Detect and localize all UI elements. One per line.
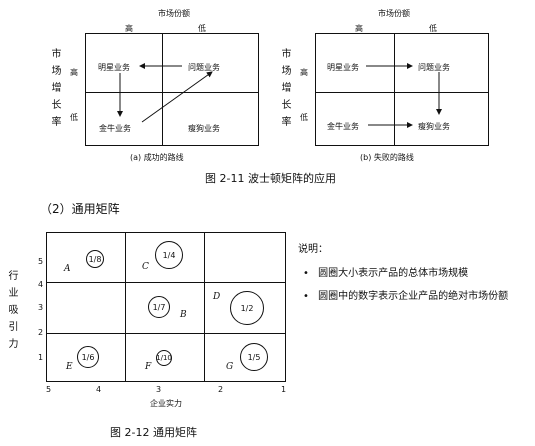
matrix-frame	[315, 33, 489, 146]
business-label-c: C	[142, 262, 149, 272]
market-circle-d: 1/2	[230, 291, 264, 325]
cell-dog: 瘦狗业务	[188, 124, 220, 133]
y-axis-label: 行业吸引力	[8, 271, 19, 350]
market-circle-c: 1/4	[155, 241, 183, 269]
y-tick: 1	[38, 353, 44, 362]
cell-question: 问题业务	[418, 63, 450, 72]
market-circle-b: 1/7	[148, 296, 170, 318]
x-axis-label: 企业实力	[150, 399, 182, 408]
cell-cashcow: 金牛业务	[99, 124, 131, 133]
note-item: • 圆圈中的数字表示企业产品的绝对市场份额	[303, 287, 508, 302]
y-tick: 4	[38, 280, 44, 289]
x-tick: 4	[96, 385, 102, 394]
business-label-b: B	[180, 310, 187, 320]
row-low-label: 低	[300, 113, 308, 122]
notes-title: 说明：	[298, 244, 328, 255]
col-high-label: 高	[125, 24, 133, 33]
business-label-f: F	[145, 362, 152, 372]
arrow-cashcow-to-question	[141, 71, 213, 123]
x-tick: 3	[156, 385, 162, 394]
row-high-label: 高	[300, 68, 308, 77]
row-high-label: 高	[70, 68, 78, 77]
matrix-divider-horizontal	[315, 92, 489, 93]
cell-star: 明星业务	[327, 63, 359, 72]
cell-dog: 瘦狗业务	[418, 122, 450, 131]
figure-2-12-caption: 图 2-12 通用矩阵	[110, 426, 197, 439]
col-low-label: 低	[198, 24, 206, 33]
note-item: • 圆圈大小表示产品的总体市场规模	[303, 264, 468, 279]
x-tick: 2	[218, 385, 224, 394]
market-growth-label: 市场增长率	[281, 49, 292, 128]
business-label-a: A	[64, 264, 71, 274]
business-label-d: D	[213, 292, 221, 302]
note-text: 圆圈大小表示产品的总体市场规模	[318, 268, 469, 279]
x-tick: 1	[281, 385, 287, 394]
y-tick: 5	[38, 257, 44, 266]
market-share-title: 市场份额	[158, 9, 190, 18]
matrix-divider-vertical	[162, 33, 163, 146]
business-label-g: G	[226, 362, 234, 372]
y-tick: 2	[38, 328, 44, 337]
grid-line-vertical-2	[204, 232, 205, 382]
market-growth-label: 市场增长率	[51, 49, 62, 128]
section-title: （2）通用矩阵	[40, 202, 120, 216]
x-tick: 5	[46, 385, 52, 394]
caption-success: (a) 成功的路线	[130, 153, 184, 162]
business-label-e: E	[66, 362, 73, 372]
market-circle-f: 1/10	[156, 350, 172, 366]
y-tick: 3	[38, 303, 44, 312]
col-high-label: 高	[355, 24, 363, 33]
market-circle-g: 1/5	[240, 343, 268, 371]
note-text: 圆圈中的数字表示企业产品的绝对市场份额	[318, 291, 509, 302]
matrix-divider-vertical	[394, 33, 395, 146]
grid-line-horizontal-1	[46, 282, 286, 283]
cell-star: 明星业务	[98, 63, 130, 72]
market-circle-e: 1/6	[77, 346, 99, 368]
col-low-label: 低	[429, 24, 437, 33]
bullet-icon: •	[303, 291, 309, 302]
ge-matrix-frame	[46, 232, 286, 382]
grid-line-vertical-1	[125, 232, 126, 382]
matrix-frame	[85, 33, 259, 146]
market-circle-a: 1/8	[86, 250, 104, 268]
matrix-divider-horizontal	[85, 92, 259, 93]
figure-2-11-caption: 图 2-11 波士顿矩阵的应用	[205, 172, 336, 185]
cell-question: 问题业务	[188, 63, 220, 72]
grid-line-horizontal-2	[46, 333, 286, 334]
cell-cashcow: 金牛业务	[327, 122, 359, 131]
bullet-icon: •	[303, 268, 309, 279]
row-low-label: 低	[70, 113, 78, 122]
market-share-title: 市场份额	[378, 9, 410, 18]
caption-failure: (b) 失败的路线	[360, 153, 414, 162]
